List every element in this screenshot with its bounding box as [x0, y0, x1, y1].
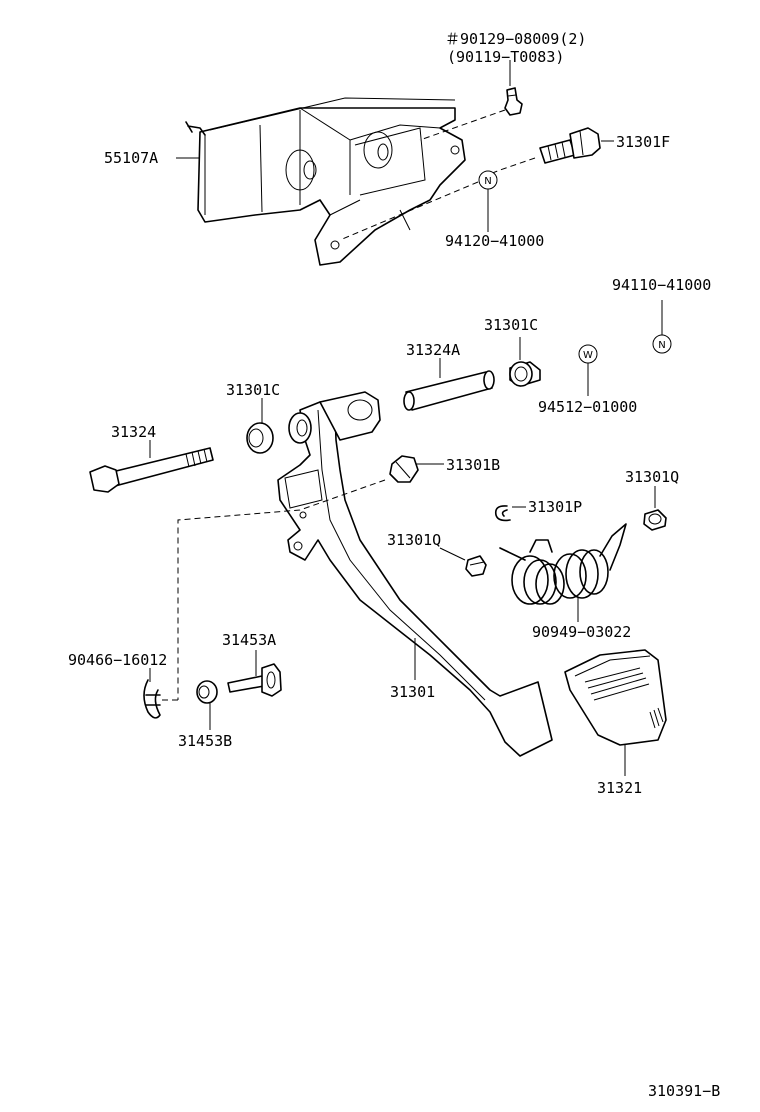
label-31324A: 31324A: [406, 341, 460, 359]
brake-pedal-arm-31301: [277, 391, 553, 757]
label-90119-T0083: (90119−T0083): [447, 48, 564, 66]
cushion-31301Q-mid: [465, 555, 487, 577]
return-spring-90949-03022: [499, 523, 627, 605]
clip-90466-16012: [143, 679, 161, 719]
label-31321: 31321: [597, 779, 642, 797]
bushing-31301C-left: [246, 422, 274, 454]
label-94512-01000: 94512−01000: [538, 398, 637, 416]
label-90466-16012: 90466−16012: [68, 651, 167, 669]
svg-text:N: N: [658, 340, 665, 351]
bolt-31301F: [539, 127, 601, 164]
label-31301: 31301: [390, 683, 435, 701]
label-90949-03022: 90949−03022: [532, 623, 631, 641]
pedal-pad-31321: [564, 649, 667, 746]
label-31453B: 31453B: [178, 732, 232, 750]
label-90129-08009: ＃90129−08009(2): [445, 30, 586, 48]
label-31301F: 31301F: [616, 133, 670, 151]
n-symbol-right: N: [652, 334, 672, 354]
collar-31324A: [403, 370, 495, 411]
svg-text:W: W: [583, 350, 593, 361]
cushion-31301Q-right: [643, 509, 667, 531]
label-31301Q-right: 31301Q: [625, 468, 679, 486]
label-55107A: 55107A: [104, 149, 158, 167]
bolt-31324: [89, 447, 214, 493]
bushing-31301C-right: [509, 361, 541, 387]
label-31301Q-mid: 31301Q: [387, 531, 441, 549]
label-31453A: 31453A: [222, 631, 276, 649]
label-31301C-right: 31301C: [484, 316, 538, 334]
label-31301P: 31301P: [528, 498, 582, 516]
label-31324: 31324: [111, 423, 156, 441]
label-31301B: 31301B: [446, 456, 500, 474]
pedal-bracket-55107A: [185, 97, 466, 266]
screw-90129-08009: [504, 87, 523, 116]
label-94110-41000: 94110−41000: [612, 276, 711, 294]
diagram-code: 310391−B: [648, 1082, 720, 1100]
stopper-31301B: [389, 455, 419, 483]
part-labels: ＃90129−08009(2) (90119−T0083) 55107A 313…: [68, 30, 720, 1100]
bushing-31453B: [196, 680, 218, 704]
pin-31453A: [227, 663, 282, 697]
label-94120-41000: 94120−41000: [445, 232, 544, 250]
clip-31301P: [494, 505, 511, 522]
svg-text:N: N: [484, 176, 491, 187]
label-31301C-left: 31301C: [226, 381, 280, 399]
w-symbol: W: [578, 344, 598, 364]
n-symbol-upper: N: [478, 170, 498, 190]
